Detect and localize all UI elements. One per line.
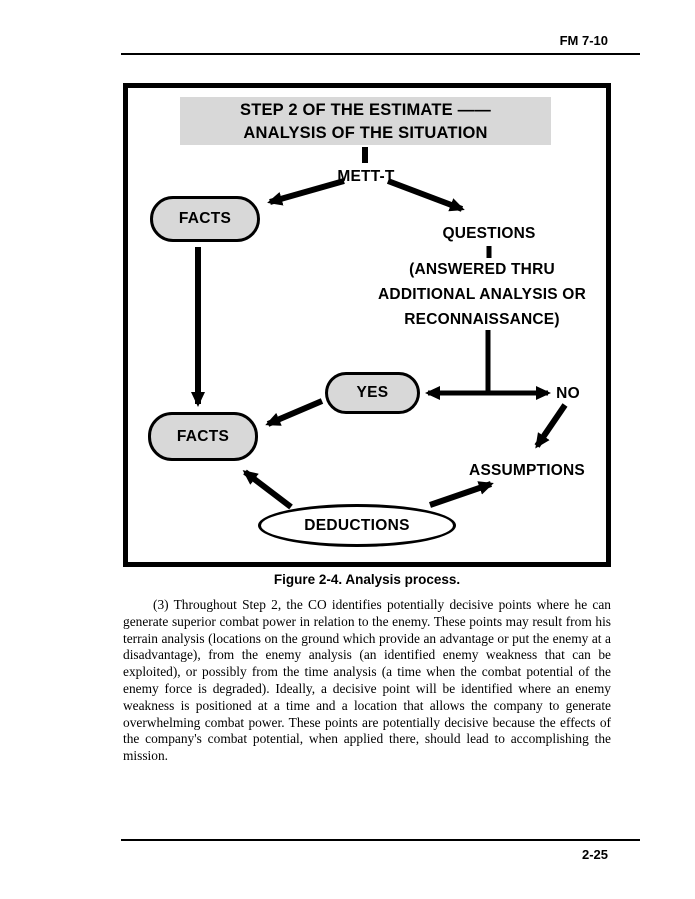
answered-line-3: RECONNAISSANCE): [404, 311, 560, 328]
node-answered-thru: (ANSWERED THRU ADDITIONAL ANALYSIS OR RE…: [357, 257, 607, 332]
body-paragraph: (3) Throughout Step 2, the CO identifies…: [123, 597, 611, 764]
doc-ref: FM 7-10: [559, 33, 608, 48]
header-rule: [121, 53, 640, 55]
node-deductions: DEDUCTIONS: [258, 504, 456, 547]
node-questions: QUESTIONS: [442, 225, 536, 242]
node-yes: YES: [325, 372, 420, 414]
flowchart-title: STEP 2 OF THE ESTIMATE —— ANALYSIS OF TH…: [180, 97, 551, 145]
node-mett-t: METT-T: [337, 168, 395, 185]
arrow-mett-to-questions: [386, 178, 465, 212]
arrow-no-to-assumptions: [534, 403, 568, 449]
arrow-mett-to-facts: [267, 178, 345, 206]
page-number: 2-25: [581, 847, 608, 862]
answered-line-2: ADDITIONAL ANALYSIS OR: [378, 286, 586, 303]
flowchart-title-line1: STEP 2 OF THE ESTIMATE ——: [239, 101, 491, 119]
arrow-yes-to-facts: [265, 398, 324, 427]
analysis-process-flowchart: STEP 2 OF THE ESTIMATE —— ANALYSIS OF TH…: [123, 83, 611, 567]
arrow-deductions-to-facts: [242, 469, 293, 510]
arrow-deductions-to-assumptions: [429, 481, 494, 508]
answered-line-1: (ANSWERED THRU: [409, 261, 555, 278]
node-facts-top: FACTS: [150, 196, 260, 242]
node-no: NO: [556, 385, 580, 402]
node-facts-bottom: FACTS: [148, 412, 258, 461]
node-assumptions: ASSUMPTIONS: [469, 462, 585, 479]
figure-caption: Figure 2-4. Analysis process.: [273, 572, 461, 587]
flowchart-connectors: [191, 147, 568, 510]
flowchart-title-line2: ANALYSIS OF THE SITUATION: [243, 124, 488, 142]
footer-rule: [121, 839, 640, 841]
